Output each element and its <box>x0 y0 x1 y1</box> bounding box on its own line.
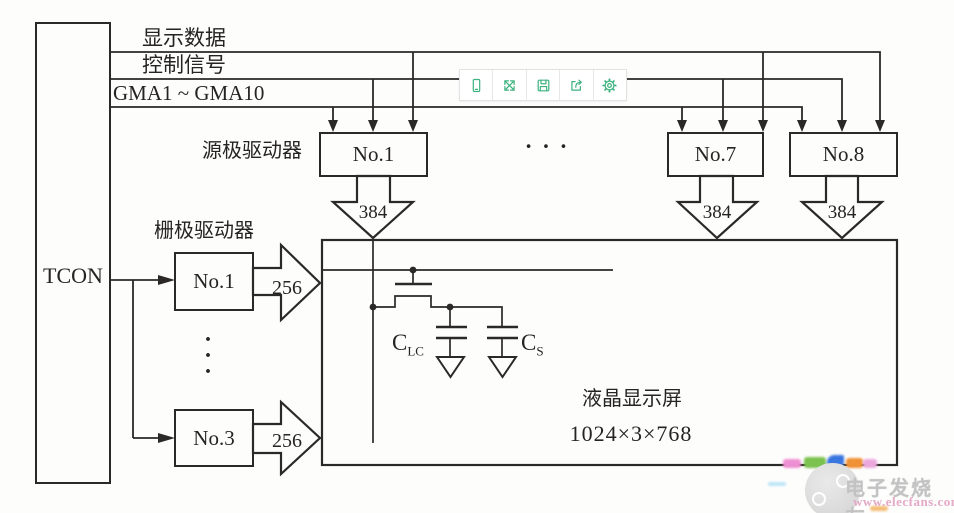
watermark-blob <box>846 458 863 468</box>
source-driver-ellipsis: · · · <box>524 134 570 159</box>
fat-arrow-384-no7 <box>675 174 760 240</box>
cap-s-sub: S <box>536 343 544 359</box>
ground-symbol-clc <box>435 356 466 379</box>
bus-width-384-no1: 384 <box>358 202 388 223</box>
bus-control-signal-line <box>110 78 843 122</box>
bus-label-control-signal: 控制信号 <box>142 53 226 77</box>
bus-gma-line <box>110 106 803 122</box>
fat-arrow-384-no8 <box>799 174 885 240</box>
bus-label-gma: GMA1 ~ GMA10 <box>113 81 265 105</box>
bus-width-384-no8: 384 <box>827 202 857 223</box>
watermark-blob <box>870 506 888 511</box>
share-icon[interactable] <box>560 70 594 100</box>
source-driver-no7-label: No.7 <box>694 142 737 166</box>
bus-width-256-no3: 256 <box>272 430 302 452</box>
cap-s-base: C <box>521 330 537 355</box>
pixel-circuit <box>322 240 613 443</box>
tft-channel <box>373 295 503 327</box>
gate-driver-no3-label: No.3 <box>193 426 235 450</box>
fat-arrow-256-no3 <box>251 399 322 477</box>
watermark-blob <box>783 459 801 468</box>
source-driver-no8-label: No.8 <box>822 142 865 166</box>
bus-display-data-line <box>110 51 881 122</box>
watermark-url-text: www.elecfans.com <box>853 494 954 509</box>
bus-width-384-no7: 384 <box>702 202 732 223</box>
bus-label-display-data: 显示数据 <box>142 26 226 50</box>
cap-lc-base: C <box>392 330 408 355</box>
panel-name-label: 液晶显示屏 <box>582 388 682 410</box>
gate-driver-no1-label: No.1 <box>193 269 235 293</box>
bus-arrowheads <box>328 120 885 132</box>
image-viewer-toolbar <box>459 69 627 101</box>
watermark-blob <box>804 457 826 468</box>
gate-driver-ellipsis: · · · <box>203 327 212 385</box>
cap-s-label: CS <box>521 330 544 360</box>
lcd-panel-box <box>320 238 899 467</box>
source-driver-no1-label: No.1 <box>352 142 395 166</box>
device-icon[interactable] <box>460 70 494 100</box>
bus-width-256-no1: 256 <box>272 277 302 299</box>
fullscreen-icon[interactable] <box>493 70 527 100</box>
source-driver-group-label: 源极驱动器 <box>202 140 302 162</box>
fat-arrow-384-no1 <box>330 174 416 240</box>
ground-symbol-cs <box>487 356 518 379</box>
fat-arrow-256-no1 <box>251 242 322 323</box>
watermark-blob <box>768 482 786 486</box>
tcon-box <box>35 22 111 484</box>
watermark-blob <box>863 459 877 468</box>
settings-icon[interactable] <box>594 70 626 100</box>
elecfans-logo-icon <box>805 463 889 513</box>
cap-lc-label: CLC <box>392 330 424 360</box>
elecfans-watermark: 电子发烧友 www.elecfans.com <box>765 452 954 513</box>
save-icon[interactable] <box>527 70 561 100</box>
gate-driver-group-label: 栅极驱动器 <box>154 220 254 242</box>
cap-lc-sub: LC <box>407 343 424 359</box>
tcon-label: TCON <box>43 263 103 288</box>
watermark-brand-text: 电子发烧友 <box>845 478 933 513</box>
panel-resolution-label: 1024×3×768 <box>569 421 693 446</box>
